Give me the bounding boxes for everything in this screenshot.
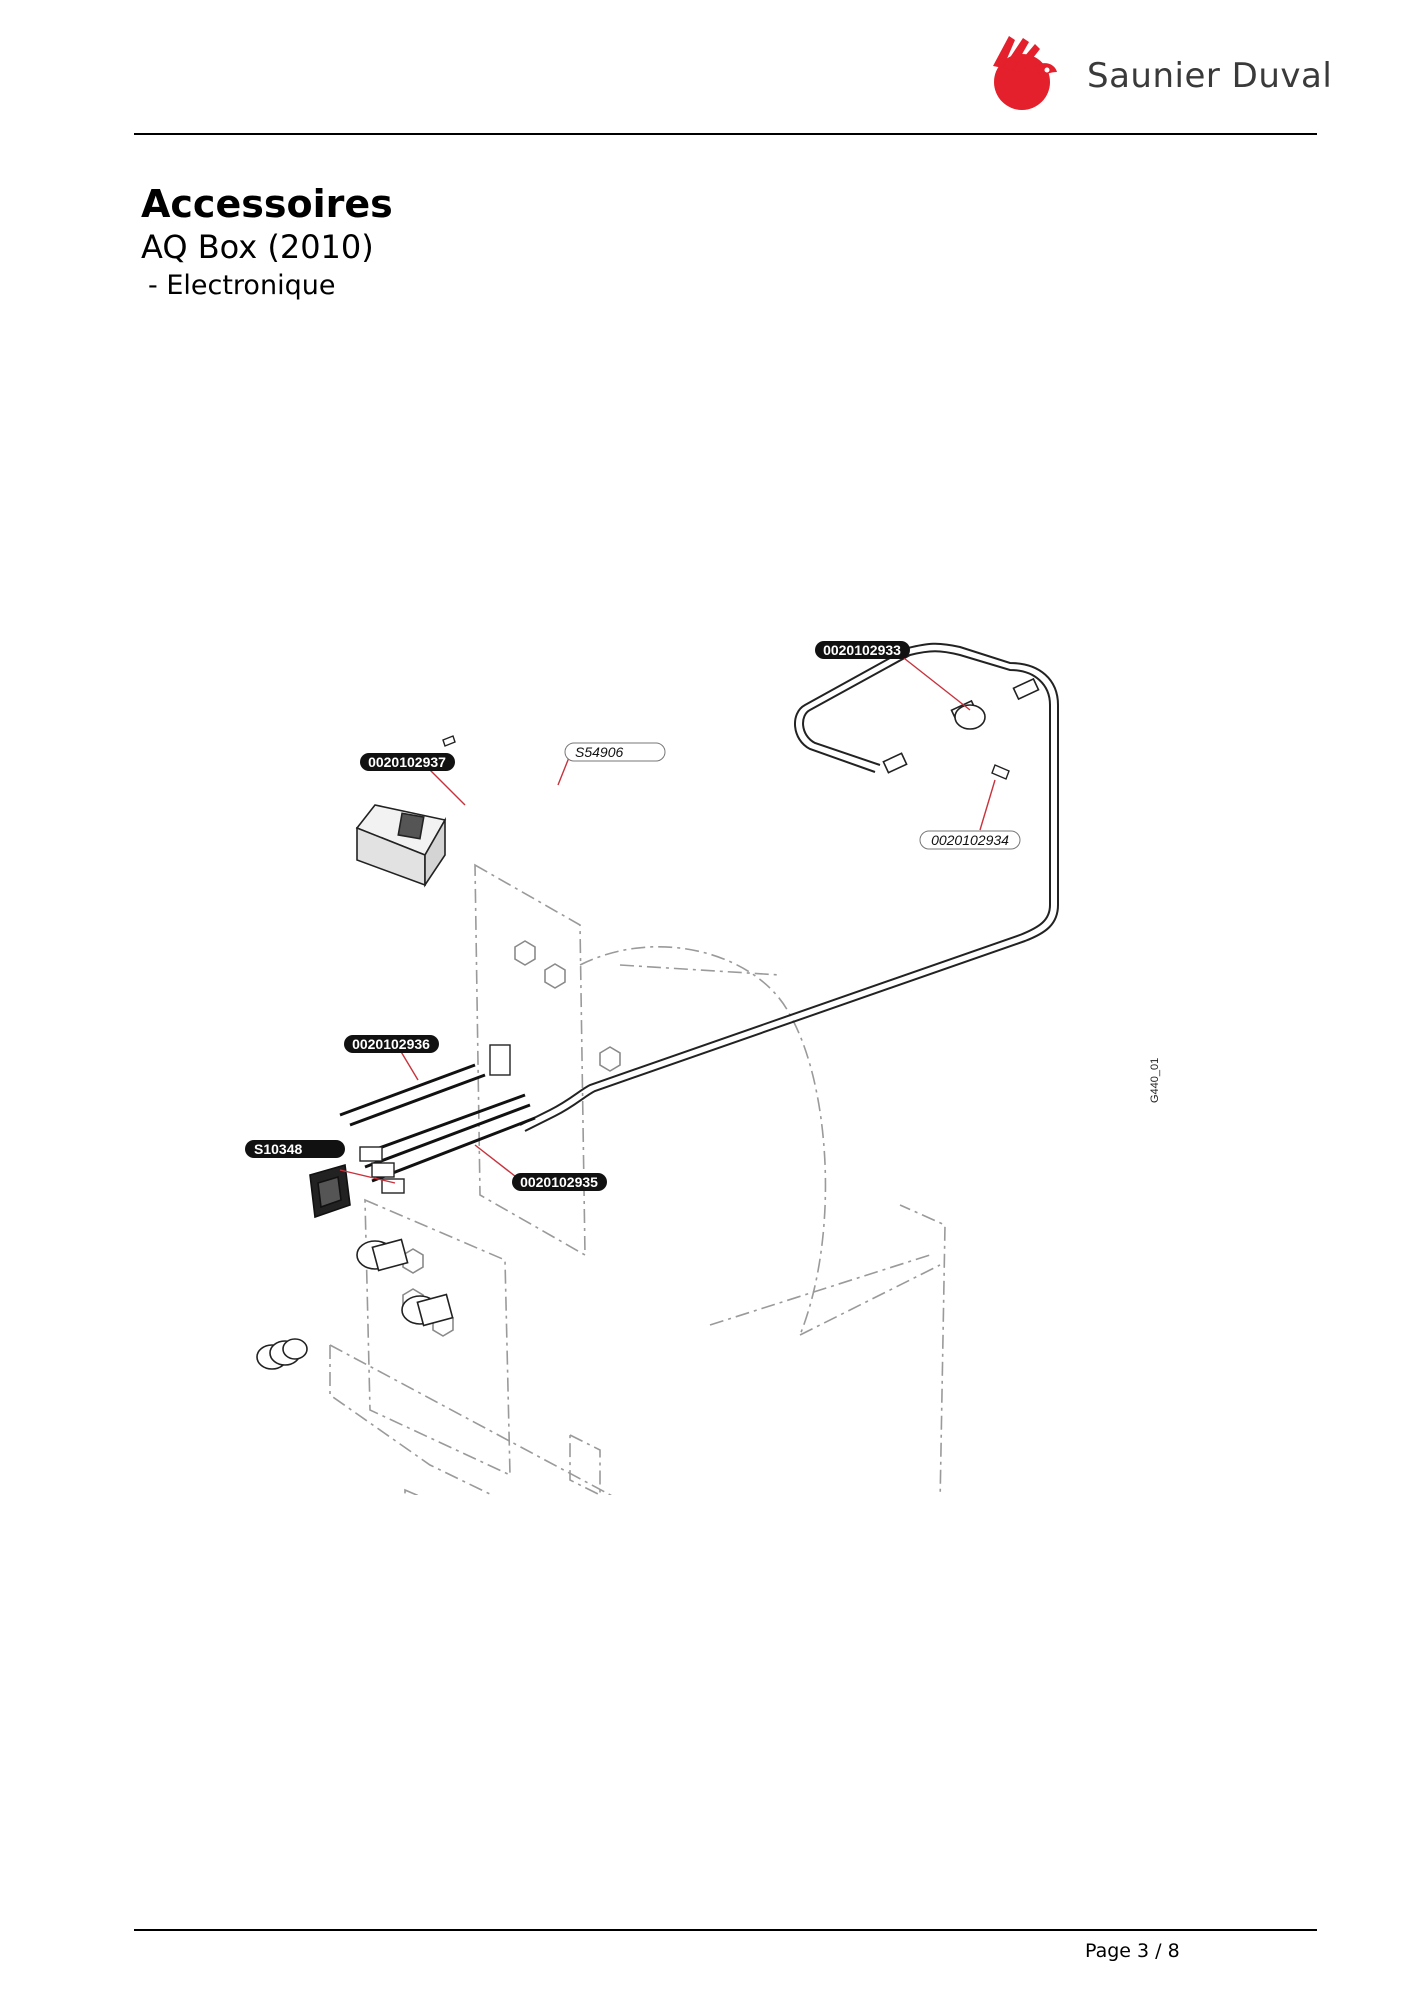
part-label-0020102934: 0020102934 — [919, 830, 1021, 850]
product-subtitle: AQ Box (2010) — [141, 228, 374, 266]
part-label-0020102937: 0020102937 — [360, 753, 455, 771]
brand-name: Saunier Duval — [1087, 56, 1333, 96]
svg-text:0020102935: 0020102935 — [520, 1174, 598, 1190]
rocker-switch — [309, 1163, 351, 1219]
svg-text:0020102937: 0020102937 — [368, 754, 446, 770]
footer-divider — [134, 1929, 1317, 1931]
sensor-assembly — [882, 677, 1040, 774]
exploded-parts-diagram: 0020102933 S54906 0020102937 0020102934 … — [245, 641, 1161, 1495]
leader-lines — [339, 654, 996, 1184]
svg-text:S54906: S54906 — [575, 744, 623, 760]
part-label-0020102933: 0020102933 — [815, 641, 910, 659]
electronic-module — [355, 804, 447, 888]
bird-logo-icon — [993, 36, 1057, 110]
svg-text:0020102934: 0020102934 — [931, 832, 1009, 848]
wiring-harness — [339, 1063, 536, 1183]
part-label-S54906: S54906 — [564, 742, 666, 762]
page-number: Page 3 / 8 — [1085, 1940, 1180, 1962]
svg-text:0020102936: 0020102936 — [352, 1036, 430, 1052]
saunier-duval-logo — [993, 36, 1057, 110]
hex-holes — [402, 940, 621, 1337]
screw — [442, 735, 1010, 780]
capillary-tube — [519, 642, 1059, 1132]
part-labels: 0020102933 S54906 0020102937 0020102934 … — [245, 641, 1021, 1191]
svg-text:S10348: S10348 — [254, 1141, 302, 1157]
threaded-fittings — [256, 1238, 454, 1370]
part-label-0020102936: 0020102936 — [344, 1035, 439, 1053]
header-divider — [134, 133, 1317, 135]
svg-text:0020102933: 0020102933 — [823, 642, 901, 658]
chassis-outline — [329, 863, 946, 1495]
drawing-reference: G440_01 — [1149, 1058, 1161, 1103]
page-title: Accessoires — [141, 182, 393, 226]
part-label-S10348: S10348 — [245, 1140, 345, 1158]
section-label: - Electronique — [148, 270, 336, 301]
connectors — [359, 1044, 511, 1194]
part-label-0020102935: 0020102935 — [512, 1173, 607, 1191]
